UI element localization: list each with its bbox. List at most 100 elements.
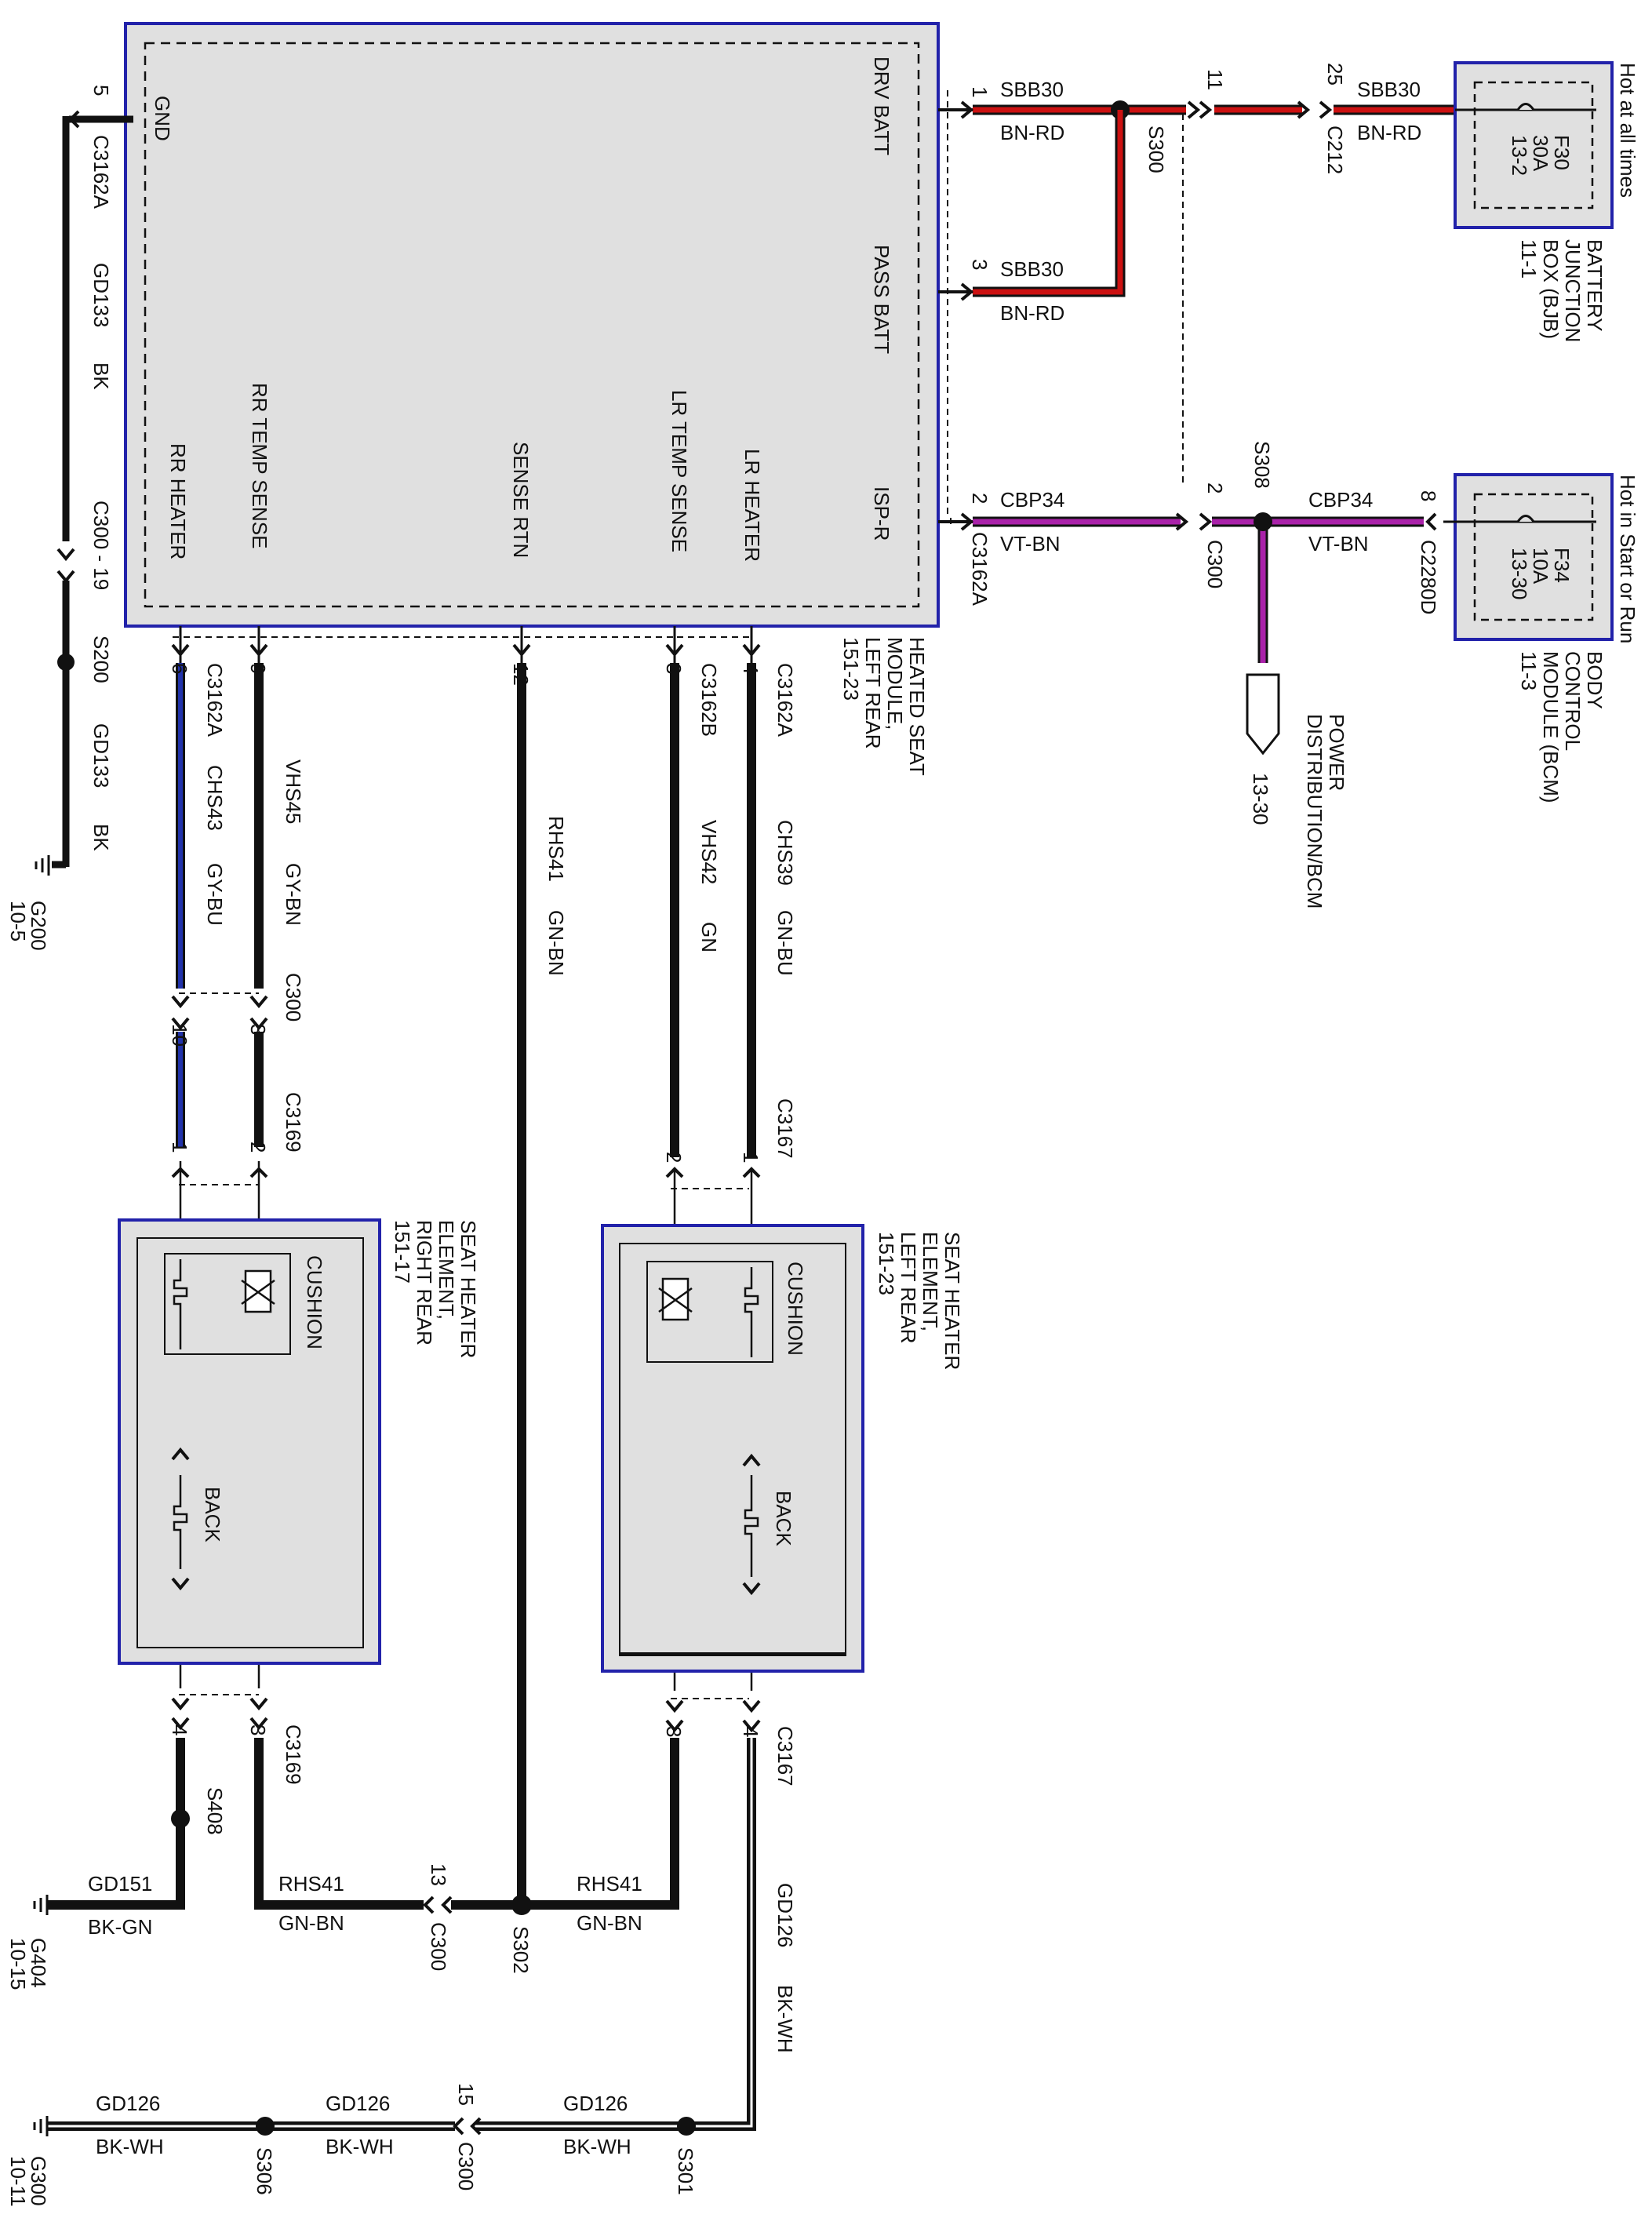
bjb-fuse-line-2: 30A	[1529, 135, 1552, 172]
pin-label-pass-batt: PASS BATT	[870, 245, 893, 354]
label-rhs41-h1: RHS41	[278, 1872, 344, 1896]
label-gnbu: GN-BU	[773, 910, 797, 976]
label-gd133-1: GD133	[89, 263, 113, 327]
wire-rhs41-bottom	[254, 1738, 679, 1910]
label-bk-1: BK	[89, 362, 113, 390]
label-pin-3-rrb: 3	[246, 1724, 270, 1735]
label-gnbn-h1: GN-BN	[278, 1911, 344, 1935]
label-s308: S308	[1250, 441, 1274, 489]
seat-rr-title-line-2: ELEMENT,	[435, 1220, 458, 1320]
pin-label-gnd: GND	[151, 96, 174, 141]
label-gn: GN	[697, 922, 721, 952]
label-c3162a-rrh: C3162A	[203, 663, 227, 737]
label-gd126-1: GD126	[96, 2092, 160, 2115]
label-gd126-2: GD126	[326, 2092, 390, 2115]
label-pin-3-lrt: 3	[662, 663, 686, 674]
seat-rr-cushion-label: CUSHION	[303, 1255, 326, 1349]
label-c3162a-isp: C3162A	[968, 532, 992, 606]
bcm-fuse-line-3: 13-30	[1508, 548, 1531, 600]
module-title-line-1: HEATED SEAT	[905, 637, 929, 776]
pin-label-lr-heater: LR HEATER	[740, 449, 764, 562]
bjb-title-line-1: BATTERY	[1583, 239, 1607, 332]
ground-g404-ref: 10-15	[6, 1938, 30, 1990]
label-pin-25: 25	[1323, 63, 1347, 86]
label-s200: S200	[89, 635, 113, 683]
label-pin-4-lrh: 4	[739, 663, 762, 674]
bcm-header: Hot in Start or Run	[1616, 475, 1639, 643]
label-bkwh-3: BK-WH	[563, 2135, 631, 2158]
label-c300-19: C300 - 19	[89, 501, 113, 590]
label-gd133-2: GD133	[89, 723, 113, 788]
label-pin-11: 11	[1203, 69, 1227, 90]
label-cbp34-2: CBP34	[1308, 488, 1373, 512]
label-c212: C212	[1323, 126, 1347, 174]
power-dist-line-3: 13-30	[1249, 773, 1272, 825]
power-dist-line-1: POWER	[1325, 714, 1348, 791]
module-title-line-2: MODULE,	[883, 637, 907, 730]
connector-chevrons	[56, 100, 1437, 2136]
vertical-labels: 5 C3162A GD133 BK C300 - 19 S200 GD133 B…	[89, 63, 1440, 2195]
label-c3169-top: C3169	[282, 1092, 305, 1153]
label-gd126-3: GD126	[563, 2092, 628, 2115]
seat-rr-title-line-3: RIGHT REAR	[413, 1220, 436, 1346]
bjb-title-line-2: JUNCTION	[1561, 239, 1585, 342]
label-c3162a-lrh: C3162A	[773, 663, 797, 737]
label-c300-isp: C300	[1203, 540, 1227, 588]
splice-s200	[57, 654, 75, 671]
label-c3169-bot: C3169	[282, 1724, 305, 1785]
seat-lr-back-label: BACK	[772, 1491, 795, 1546]
label-bnrd-3: BN-RD	[1357, 121, 1421, 144]
label-vtbn-1: VT-BN	[1000, 532, 1061, 555]
splice-s306	[256, 2117, 275, 2136]
label-pin-2-rr: 2	[246, 1142, 270, 1153]
label-pin-2-c300: 2	[1203, 483, 1227, 493]
power-distribution-arrow	[1246, 673, 1280, 756]
bjb-title-line-3: BOX (BJB)	[1539, 239, 1563, 339]
splice-s408	[171, 1809, 190, 1828]
pin-label-isp-r: ISP-R	[870, 486, 893, 541]
label-pin-8: 8	[1417, 490, 1440, 501]
power-dist-line-2: DISTRIBUTION/BCM	[1303, 714, 1326, 909]
label-bkwh-v: BK-WH	[773, 1985, 797, 2053]
ground-g200-ref: 10-5	[6, 901, 30, 941]
label-bkwh-1: BK-WH	[96, 2135, 164, 2158]
label-sbb30-3: SBB30	[1357, 78, 1421, 101]
bjb-fuse-line-3: 13-2	[1508, 135, 1531, 176]
bjb-fuse-line-1: F30	[1550, 135, 1574, 170]
label-gybu: GY-BU	[203, 863, 227, 926]
label-pin-5: 5	[89, 85, 113, 96]
seat-rr-back-label: BACK	[201, 1487, 224, 1542]
label-vhs45: VHS45	[282, 759, 305, 824]
label-sbb30-2: SBB30	[1000, 257, 1064, 281]
pin-label-drv-batt: DRV BATT	[870, 56, 893, 155]
label-pin-2-lr: 2	[662, 1152, 686, 1163]
ground-g200-label: G200	[27, 901, 50, 951]
module-title-line-3: LEFT REAR	[861, 637, 885, 749]
label-pin-15: 15	[454, 2083, 478, 2106]
label-pin-2-isp: 2	[968, 493, 992, 504]
pin-label-sense-rtn: SENSE RTN	[509, 442, 533, 558]
horizontal-labels: SBB30 BN-RD SBB30 BN-RD SBB30 BN-RD CBP3…	[88, 78, 1421, 2158]
label-c3167-bot: C3167	[773, 1726, 797, 1786]
heated-seat-module	[124, 22, 940, 628]
label-c3162a-gnd: C3162A	[89, 135, 113, 209]
splice-s301	[677, 2117, 696, 2136]
pin-label-rr-heater: RR HEATER	[166, 443, 190, 559]
ground-g300-ref: 10-11	[6, 2156, 30, 2207]
seat-lr-title-line-3: LEFT REAR	[897, 1232, 920, 1344]
label-rhs41-h2: RHS41	[577, 1872, 642, 1896]
label-bkwh-2: BK-WH	[326, 2135, 394, 2158]
ground-symbols	[33, 855, 50, 2136]
label-s301: S301	[674, 2147, 697, 2195]
bjb-header: Hot at all times	[1616, 63, 1639, 198]
ground-g300-label: G300	[27, 2156, 50, 2206]
seat-lr-title-line-1: SEAT HEATER	[941, 1232, 964, 1370]
label-gybn: GY-BN	[282, 863, 305, 926]
wire-isp-r	[938, 516, 1424, 663]
label-chs39: CHS39	[773, 820, 797, 886]
body-control-module	[1443, 473, 1614, 641]
seat-lr-title-line-2: ELEMENT,	[919, 1232, 942, 1331]
label-bkgn: BK-GN	[88, 1915, 152, 1939]
bcm-title-line-4: 11-3	[1517, 651, 1541, 690]
label-rhs41-v: RHS41	[544, 816, 568, 882]
